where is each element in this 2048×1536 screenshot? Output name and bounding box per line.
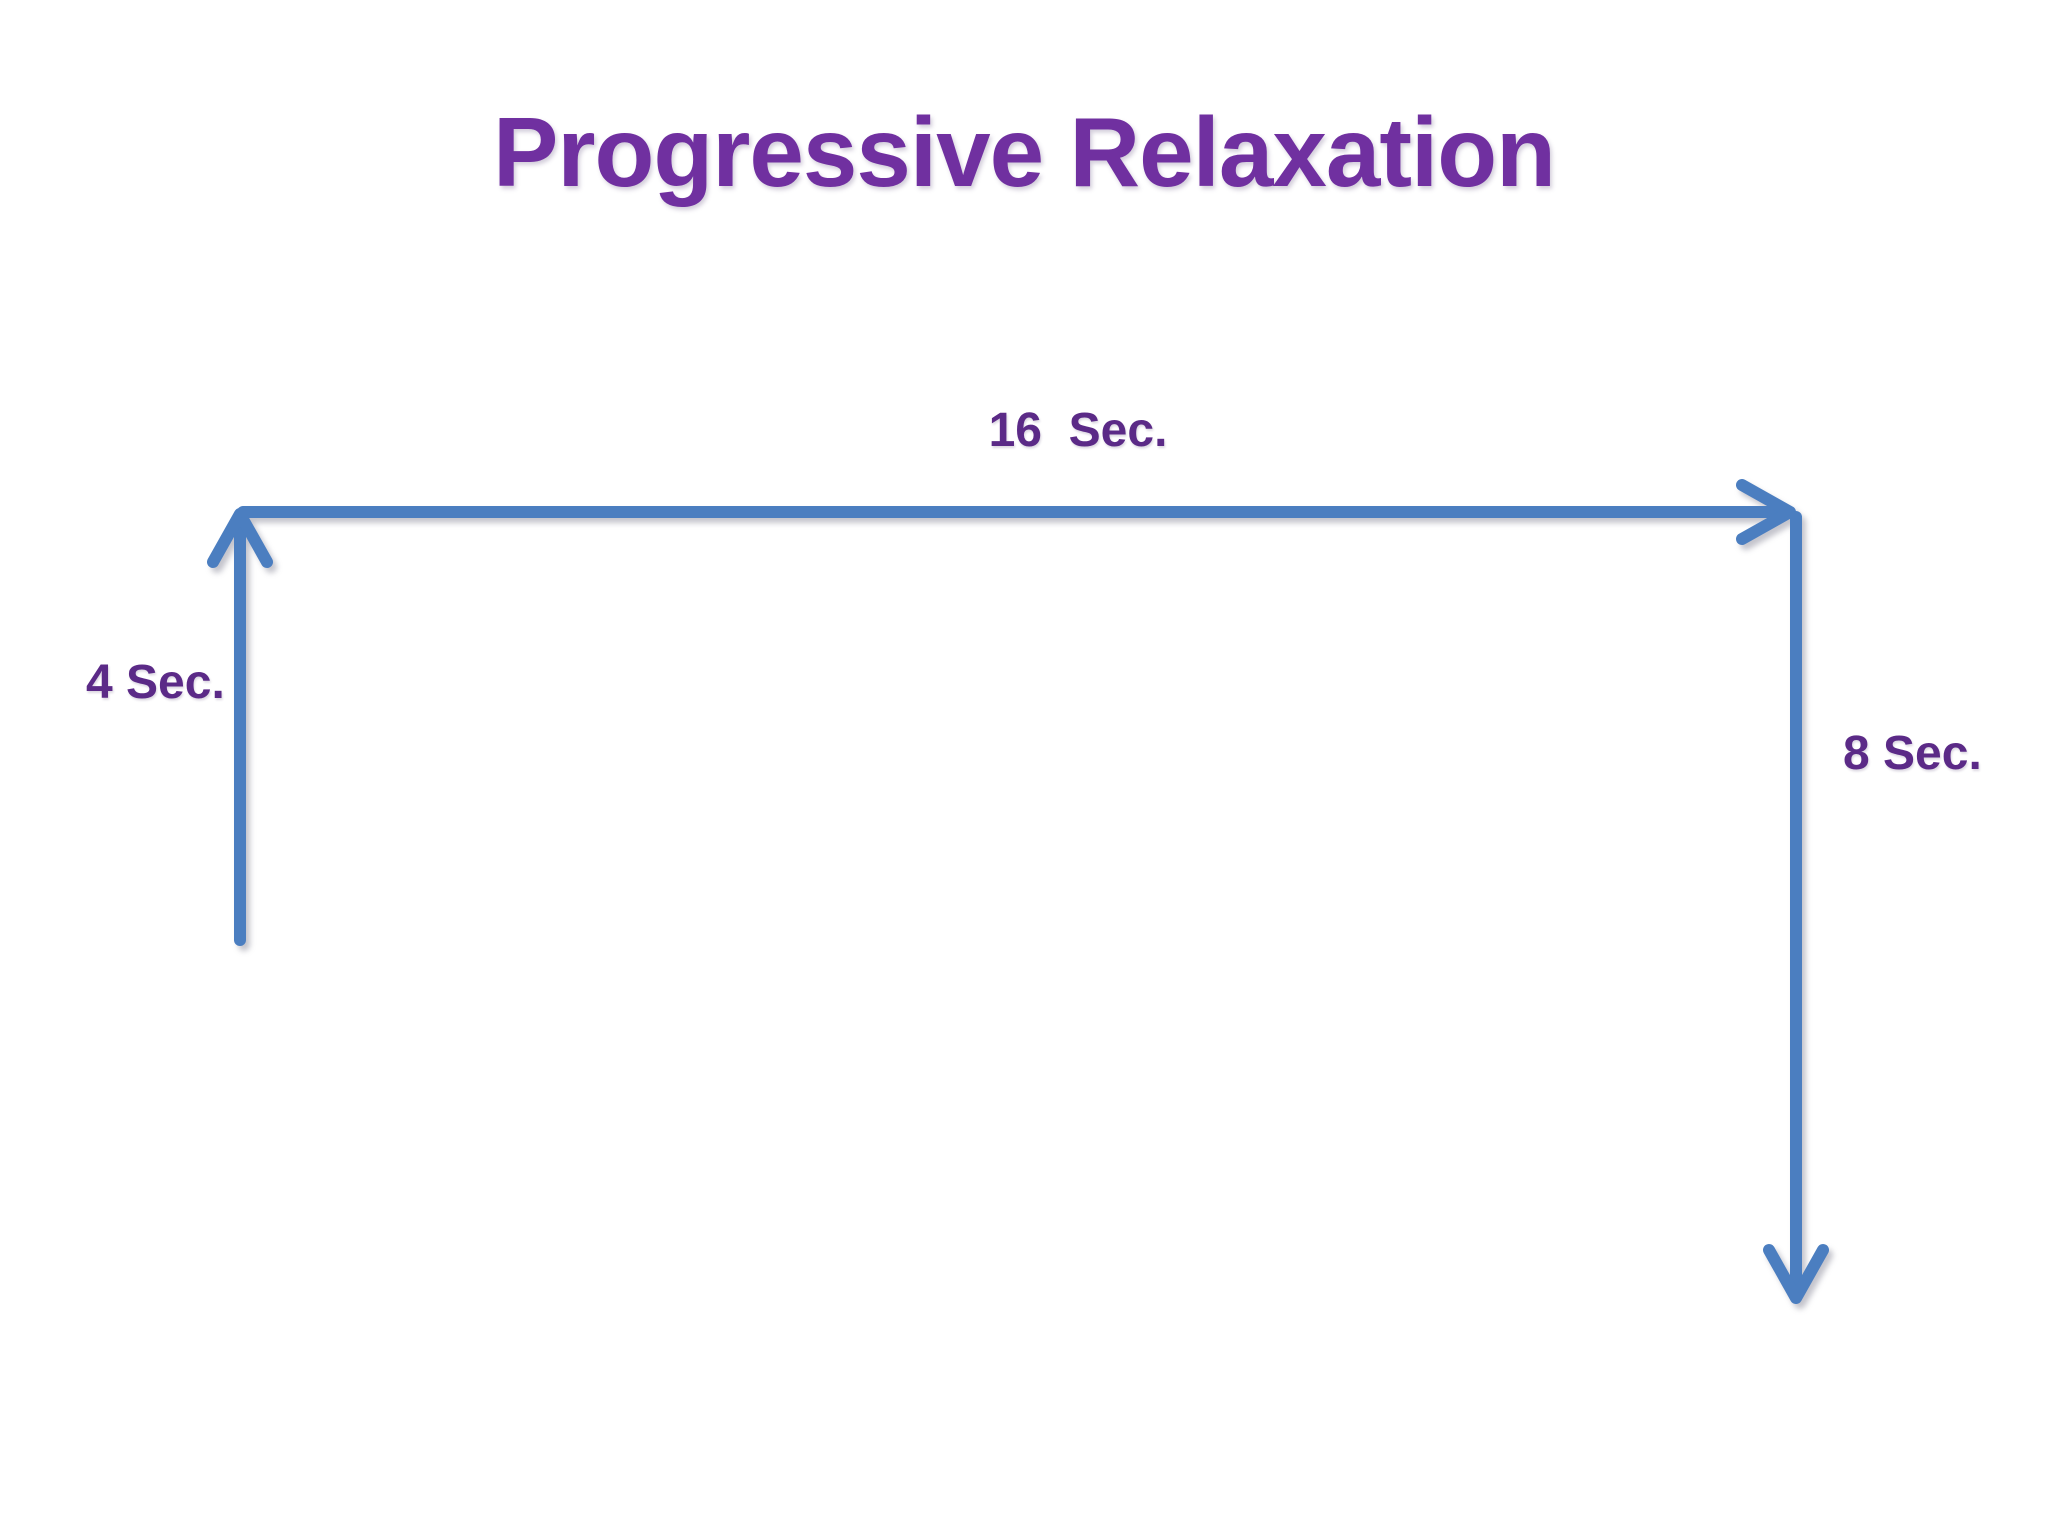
up-arrow bbox=[207, 508, 273, 946]
right-duration-label: 8 Sec. bbox=[1843, 727, 1982, 780]
top-duration-label: 16 Sec. bbox=[988, 404, 1168, 457]
left-duration-label: 4 Sec. bbox=[86, 656, 225, 709]
right-arrow bbox=[237, 479, 1796, 545]
page-title: Progressive Relaxation bbox=[493, 97, 1556, 207]
down-arrow bbox=[1763, 511, 1829, 1304]
